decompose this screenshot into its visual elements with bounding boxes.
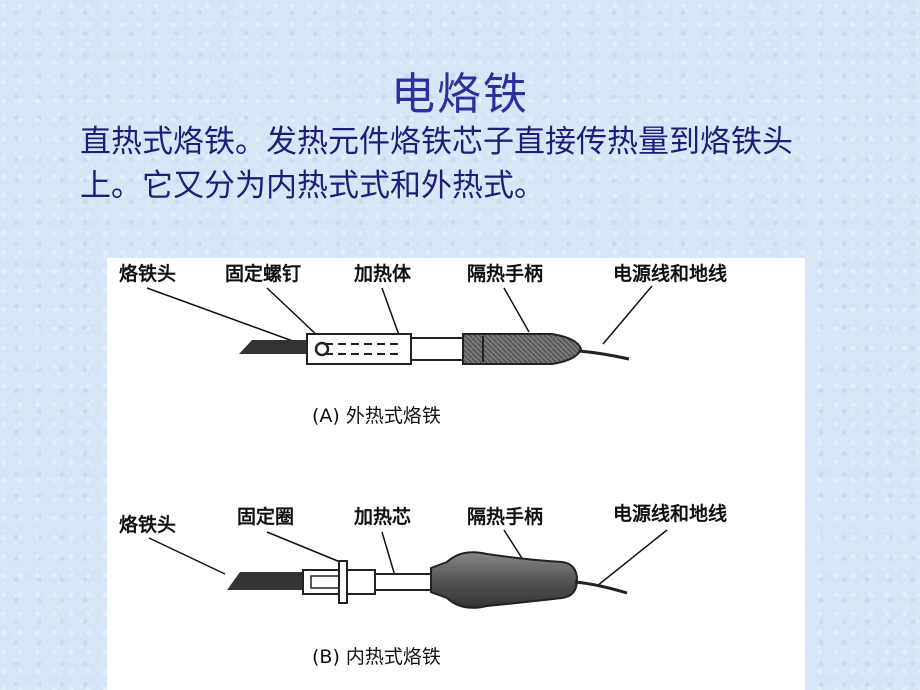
label-b-handle: 隔热手柄 bbox=[467, 505, 543, 528]
leader-lines-a bbox=[146, 285, 653, 349]
iron-tip-b bbox=[227, 572, 305, 590]
label-b-cable: 电源线和地线 bbox=[613, 502, 727, 525]
caption-b: (B) 内热式烙铁 bbox=[312, 646, 441, 668]
caption-a: (A) 外热式烙铁 bbox=[312, 405, 441, 427]
diagram-a: 烙铁头 固定螺钉 加热体 隔热手柄 电源线和地线 bbox=[119, 262, 727, 427]
sleeve-a bbox=[410, 337, 464, 361]
iron-tip-a bbox=[239, 340, 309, 354]
diagram-b: 烙铁头 固定圈 加热芯 隔热手柄 电源线和地线 bbox=[119, 502, 727, 668]
slide-body-text: 直热式烙铁。发热元件烙铁芯子直接传热量到烙铁头上。它又分为内热式式和外热式。 bbox=[80, 124, 793, 204]
handle-a bbox=[462, 333, 583, 365]
soldering-iron-figure: 烙铁头 固定螺钉 加热体 隔热手柄 电源线和地线 bbox=[107, 258, 805, 690]
label-a-heater: 加热体 bbox=[353, 262, 412, 285]
label-a-cable: 电源线和地线 bbox=[613, 262, 727, 285]
slide-title: 电烙铁 bbox=[391, 69, 529, 120]
label-a-screw: 固定螺钉 bbox=[225, 262, 301, 285]
screw-a bbox=[314, 341, 330, 357]
soldering-iron-diagrams: 烙铁头 固定螺钉 加热体 隔热手柄 电源线和地线 bbox=[119, 262, 727, 668]
cable-a bbox=[578, 349, 630, 361]
leader-lines-b bbox=[148, 529, 668, 587]
label-b-ring: 固定圈 bbox=[237, 505, 294, 528]
cable-b bbox=[574, 580, 628, 595]
handle-b bbox=[430, 551, 579, 609]
label-b-tip: 烙铁头 bbox=[119, 513, 176, 536]
label-a-tip: 烙铁头 bbox=[119, 262, 176, 285]
fixing-ring-b bbox=[338, 560, 348, 604]
label-b-core: 加热芯 bbox=[353, 505, 411, 528]
heating-core-b bbox=[374, 573, 434, 591]
label-a-handle: 隔热手柄 bbox=[467, 262, 543, 285]
